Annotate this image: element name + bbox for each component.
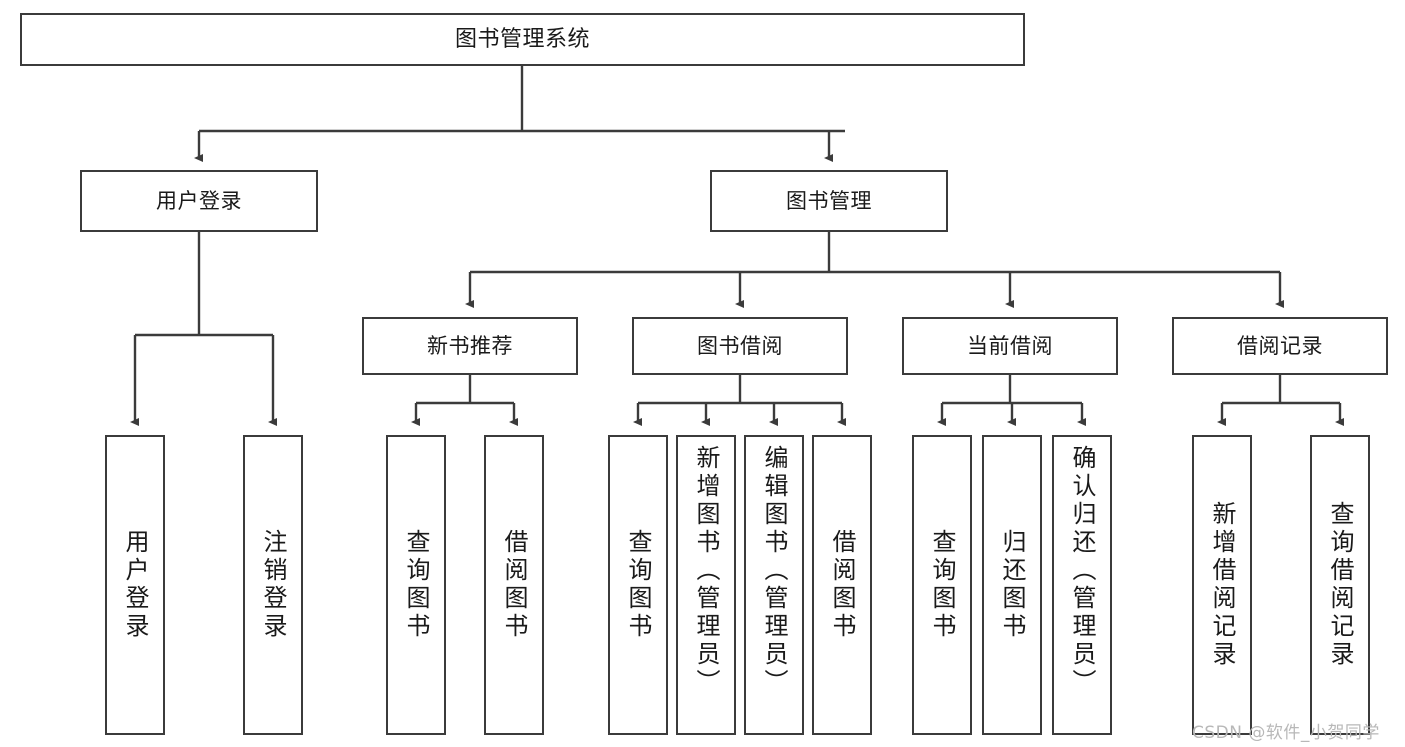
node-root-label: 图书管理系统 [454, 26, 590, 52]
leaf-add-book-admin-label: 新增图书（管理员） [692, 445, 720, 697]
leaf-user-login[interactable]: 用户登录 [105, 435, 165, 735]
leaf-add-borrow-record-label: 新增借阅记录 [1208, 501, 1236, 669]
leaf-confirm-return-admin-label: 确认归还（管理员） [1068, 445, 1096, 697]
node-current-borrow[interactable]: 当前借阅 [902, 317, 1118, 375]
leaf-user-login-label: 用户登录 [121, 529, 149, 641]
leaf-edit-book-admin-label: 编辑图书（管理员） [760, 445, 788, 697]
node-root[interactable]: 图书管理系统 [20, 13, 1025, 66]
leaf-query-borrow-record-label: 查询借阅记录 [1326, 501, 1354, 669]
node-new-book-recommend[interactable]: 新书推荐 [362, 317, 578, 375]
node-borrow-record[interactable]: 借阅记录 [1172, 317, 1388, 375]
leaf-add-book-admin[interactable]: 新增图书（管理员） [676, 435, 736, 735]
node-user-login-label: 用户登录 [156, 188, 242, 213]
node-current-borrow-label: 当前借阅 [967, 333, 1053, 358]
node-user-login[interactable]: 用户登录 [80, 170, 318, 232]
leaf-edit-book-admin[interactable]: 编辑图书（管理员） [744, 435, 804, 735]
leaf-query-borrow-record[interactable]: 查询借阅记录 [1310, 435, 1370, 735]
leaf-query-book-borrow-label: 查询图书 [624, 529, 652, 641]
node-book-borrow-label: 图书借阅 [697, 333, 783, 358]
leaf-query-book-current-label: 查询图书 [928, 529, 956, 641]
leaf-borrow-book-borrow[interactable]: 借阅图书 [812, 435, 872, 735]
leaf-return-book[interactable]: 归还图书 [982, 435, 1042, 735]
leaf-query-book-newbook[interactable]: 查询图书 [386, 435, 446, 735]
leaf-user-logout-label: 注销登录 [259, 529, 287, 641]
leaf-borrow-book-newbook[interactable]: 借阅图书 [484, 435, 544, 735]
leaf-query-book-newbook-label: 查询图书 [402, 529, 430, 641]
node-book-borrow[interactable]: 图书借阅 [632, 317, 848, 375]
leaf-user-logout[interactable]: 注销登录 [243, 435, 303, 735]
node-book-management-label: 图书管理 [786, 188, 872, 213]
leaf-add-borrow-record[interactable]: 新增借阅记录 [1192, 435, 1252, 735]
csdn-watermark: CSDN @软件_小贺同学 [1192, 723, 1380, 743]
node-borrow-record-label: 借阅记录 [1237, 333, 1323, 358]
leaf-borrow-book-borrow-label: 借阅图书 [828, 529, 856, 641]
leaf-confirm-return-admin[interactable]: 确认归还（管理员） [1052, 435, 1112, 735]
leaf-query-book-current[interactable]: 查询图书 [912, 435, 972, 735]
leaf-query-book-borrow[interactable]: 查询图书 [608, 435, 668, 735]
leaf-borrow-book-newbook-label: 借阅图书 [500, 529, 528, 641]
leaf-return-book-label: 归还图书 [998, 529, 1026, 641]
node-new-book-recommend-label: 新书推荐 [427, 333, 513, 358]
node-book-management[interactable]: 图书管理 [710, 170, 948, 232]
